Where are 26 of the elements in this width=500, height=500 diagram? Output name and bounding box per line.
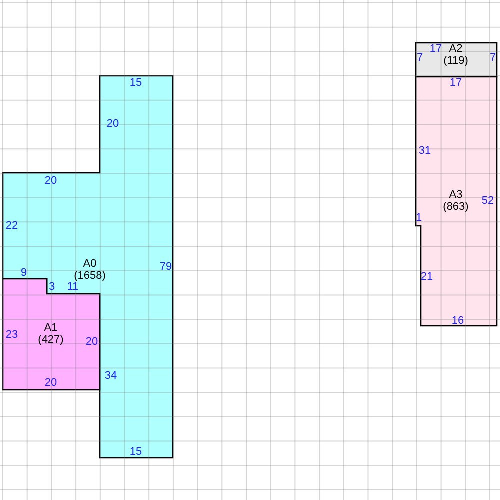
dimension-label: 17 (430, 43, 442, 55)
dimension-label: 16 (452, 315, 464, 327)
dimension-label: 1 (416, 212, 422, 224)
dimension-label: 20 (44, 377, 58, 389)
dimension-label: 31 (418, 145, 432, 157)
dimension-label: 22 (6, 220, 18, 232)
dimension-label: 11 (67, 281, 79, 293)
dimension-label: 7 (490, 52, 496, 64)
dimension-label: 52 (482, 195, 494, 207)
dimension-label: 79 (160, 261, 172, 273)
room-label: A2 (119) (444, 43, 468, 67)
dimension-label: 23 (6, 329, 18, 341)
dimension-label: 21 (420, 271, 434, 283)
dimension-label: 20 (106, 118, 120, 130)
dimension-label: 9 (20, 267, 28, 279)
dimension-label: 17 (450, 77, 462, 89)
dimension-label: 3 (48, 281, 56, 293)
room-label: A0 (1658) (74, 258, 106, 282)
dimension-label: 15 (130, 446, 142, 458)
dimension-label: 20 (86, 336, 98, 348)
dimension-label: 20 (44, 175, 58, 187)
room-label: A3 (863) (443, 189, 469, 213)
dimension-label: 15 (130, 77, 142, 89)
room-label: A1 (427) (38, 322, 64, 346)
dimension-label: 34 (104, 370, 118, 382)
dimension-label: 7 (416, 52, 424, 64)
